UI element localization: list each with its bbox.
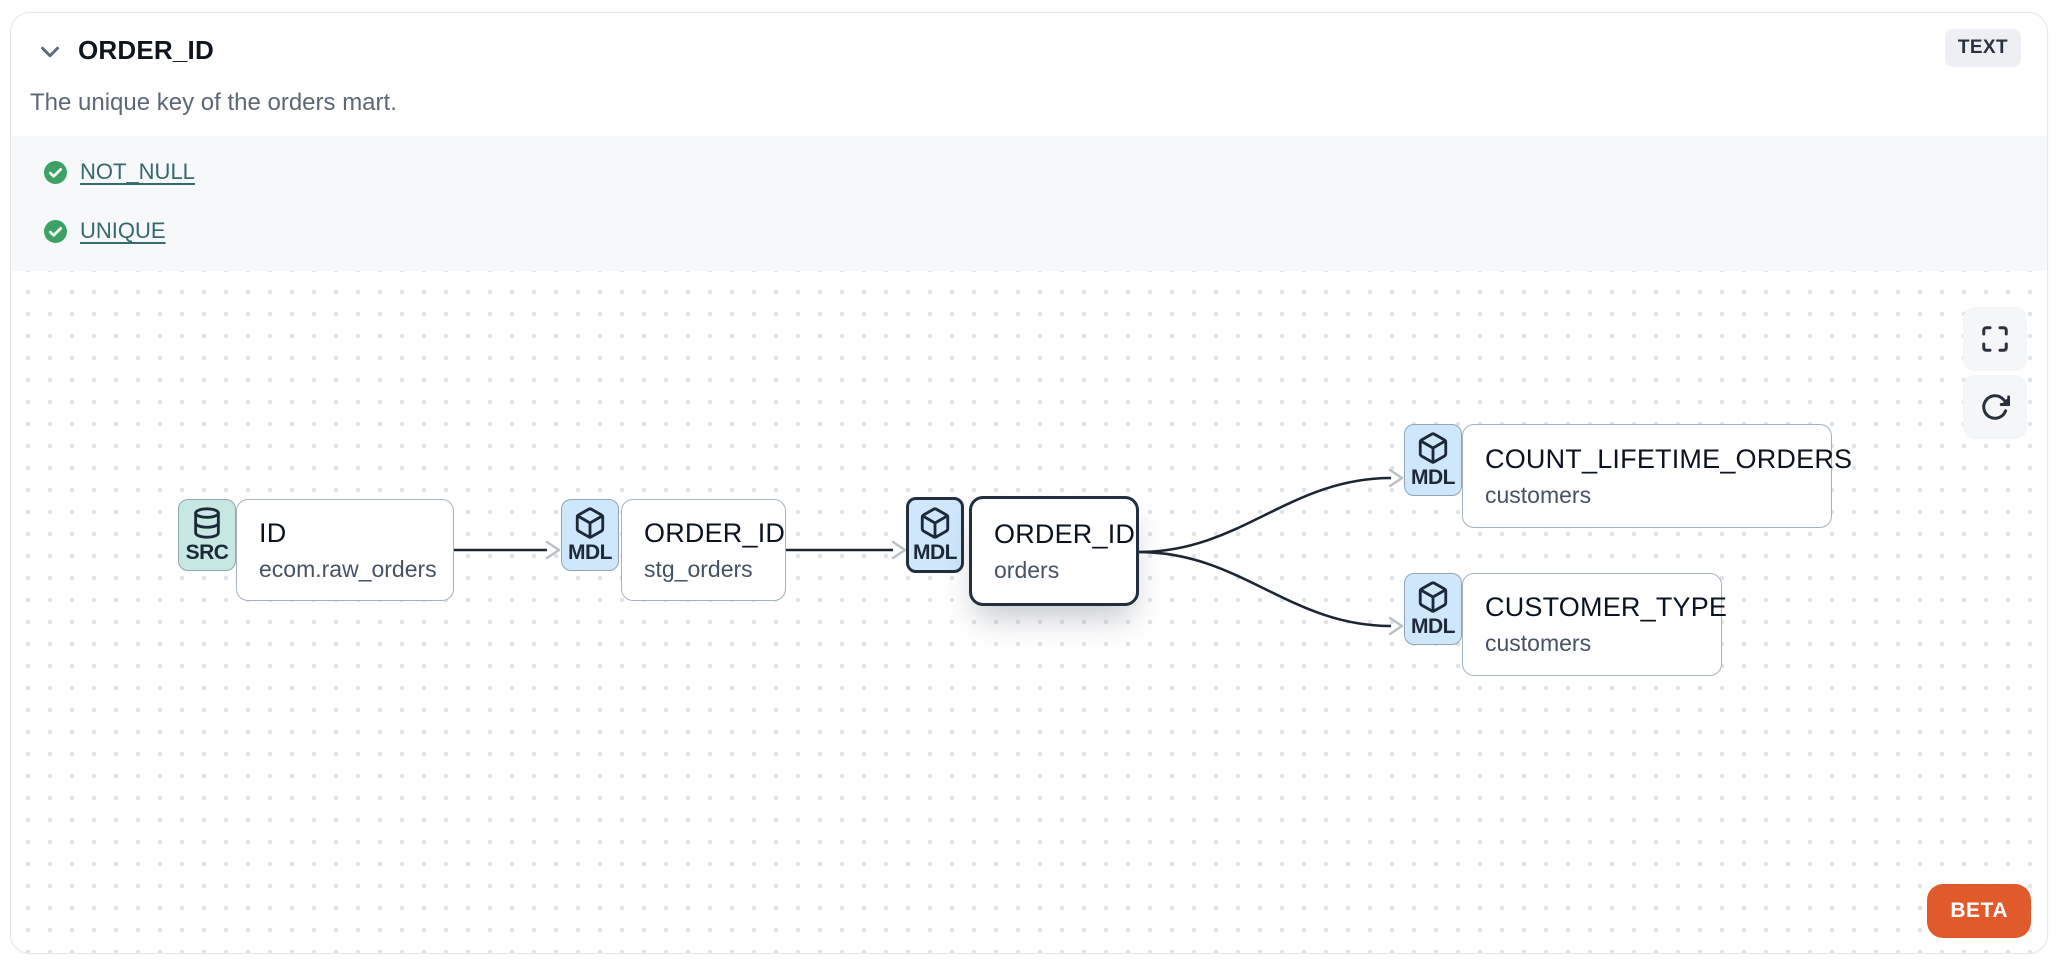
node-badge-label: MDL <box>1411 465 1456 489</box>
node-subtitle: stg_orders <box>644 555 753 582</box>
node-subtitle: orders <box>994 556 1060 583</box>
node-badge-label: MDL <box>913 540 958 564</box>
node-type-badge: MDL <box>561 499 619 571</box>
refresh-button[interactable] <box>1963 375 2027 439</box>
node-title: COUNT_LIFETIME_ORDERS <box>1485 443 1853 474</box>
check-circle-icon <box>43 160 68 185</box>
lineage-edges <box>454 468 1404 636</box>
page-title: ORDER_ID <box>78 35 214 65</box>
node-card: COUNT_LIFETIME_ORDERS customers <box>1462 424 1853 528</box>
cube-icon <box>573 506 607 540</box>
node-type-badge: SRC <box>178 499 236 571</box>
node-badge-label: MDL <box>568 540 613 564</box>
edge-orders-to-count <box>1138 476 1392 554</box>
chevron-down-icon <box>35 37 69 67</box>
node-subtitle: customers <box>1485 481 1592 508</box>
arrowhead-icon <box>1388 616 1404 636</box>
cube-icon <box>1416 431 1450 465</box>
node-title: ID <box>259 517 287 548</box>
node-type-badge: MDL <box>1404 424 1462 496</box>
tests-section: NOT_NULL UNIQUE <box>11 136 2047 271</box>
maximize-icon <box>1980 324 2010 354</box>
node-title: ORDER_ID <box>994 518 1136 549</box>
rotate-cw-icon <box>1980 392 2010 422</box>
node-subtitle: customers <box>1485 630 1592 656</box>
fullscreen-button[interactable] <box>1963 307 2027 371</box>
collapse-button[interactable] <box>35 35 69 69</box>
test-link-not-null[interactable]: NOT_NULL <box>80 159 195 184</box>
cube-icon <box>1416 580 1450 614</box>
beta-badge: BETA <box>1927 884 2031 938</box>
node-type-badge: MDL <box>1404 573 1462 645</box>
check-circle-icon <box>43 219 68 244</box>
header: ORDER_ID TEXT The unique key of the orde… <box>11 13 2047 136</box>
node-card: ID ecom.raw_orders <box>236 499 454 601</box>
node-card: ORDER_ID stg_orders <box>621 499 786 601</box>
canvas-controls <box>1963 307 2027 439</box>
database-icon <box>190 506 224 540</box>
column-details-panel: ORDER_ID TEXT The unique key of the orde… <box>10 12 2048 954</box>
test-link-unique[interactable]: UNIQUE <box>80 218 166 243</box>
test-row: NOT_NULL <box>43 154 2047 190</box>
node-title: CUSTOMER_TYPE <box>1485 592 1728 622</box>
node-card: CUSTOMER_TYPE customers <box>1462 573 1728 676</box>
node-badge-label: MDL <box>1411 614 1456 638</box>
edge-orders-to-type <box>1138 550 1392 628</box>
node-card: ORDER_ID orders <box>969 496 1139 606</box>
cube-icon <box>918 506 952 540</box>
arrowhead-icon <box>891 540 907 560</box>
arrowhead-icon <box>1388 468 1404 488</box>
arrowhead-icon <box>545 540 561 560</box>
column-description: The unique key of the orders mart. <box>30 89 397 116</box>
node-title: ORDER_ID <box>644 517 786 548</box>
column-type-badge: TEXT <box>1944 29 2021 67</box>
lineage-canvas[interactable]: SRC ID ecom.raw_orders MDL ORDER_ID stg_… <box>11 271 2047 953</box>
node-badge-label: SRC <box>185 540 229 564</box>
node-type-badge: MDL <box>906 497 964 573</box>
test-row: UNIQUE <box>43 213 2047 249</box>
node-subtitle: ecom.raw_orders <box>259 555 437 582</box>
